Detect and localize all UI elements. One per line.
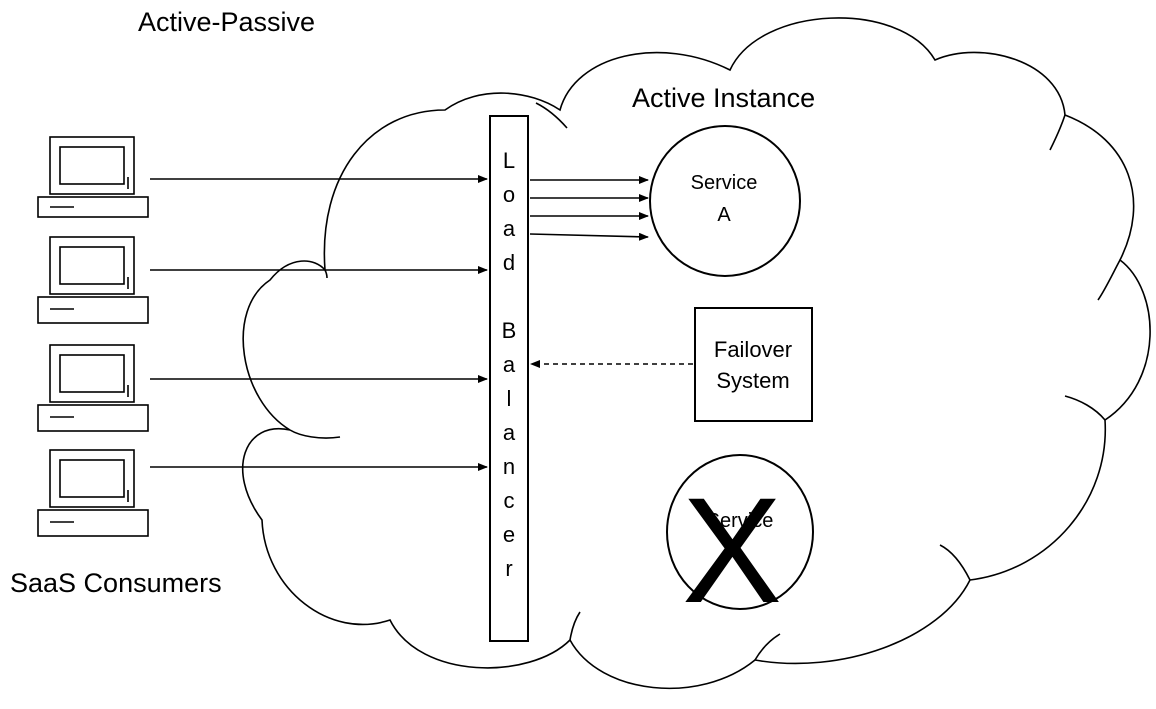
load-balancer-letter: n [503,454,515,479]
service-a-label-line2: A [717,204,731,226]
failed-service-circle [666,454,814,610]
service-a-label-line1: Service [691,172,758,194]
load-balancer-letter: c [504,488,515,513]
load-balancer-letter: e [503,522,515,547]
failover-label-line1: Failover [714,337,792,362]
computer-terminal-icon [37,449,149,537]
load-balancer-letter: L [503,148,515,173]
cloud-inner-arc [535,102,568,129]
load-balancer-letter: B [502,318,517,343]
failed-service-label: Service [707,510,774,532]
cloud-inner-arc [1097,259,1121,301]
consumers-label: SaaS Consumers [10,568,222,598]
failover-label-line2: System [716,368,789,393]
cloud-inner-arc [939,544,971,581]
load-balancer-letter: l [507,386,512,411]
load-balancer-letter: d [503,250,515,275]
cloud-inner-arc [1064,395,1106,421]
computer-terminal-icon [37,344,149,432]
cloud-inner-arc [324,269,328,279]
service-arrow [529,232,649,241]
load-balancer-letter: a [503,420,516,445]
load-balancer-letter: o [503,182,515,207]
load-balancer-letter: a [503,216,516,241]
cloud-inner-arc [1049,114,1066,151]
cloud-inner-arc [754,633,781,661]
failover-system-box [694,307,813,422]
cloud-inner-arc [289,429,341,439]
cloud-shape [241,17,1151,690]
computer-terminal-icon [37,236,149,324]
load-balancer-letter: a [503,352,516,377]
load-balancer-letter: r [505,556,512,581]
active-instance-label: Active Instance [632,83,815,113]
cloud-inner-arc [569,611,581,641]
load-balancer-box [489,115,529,642]
diagram-title: Active-Passive [138,7,315,37]
service-a-circle [649,125,801,277]
failed-x-icon: X [682,466,782,634]
computer-terminal-icon [37,136,149,218]
